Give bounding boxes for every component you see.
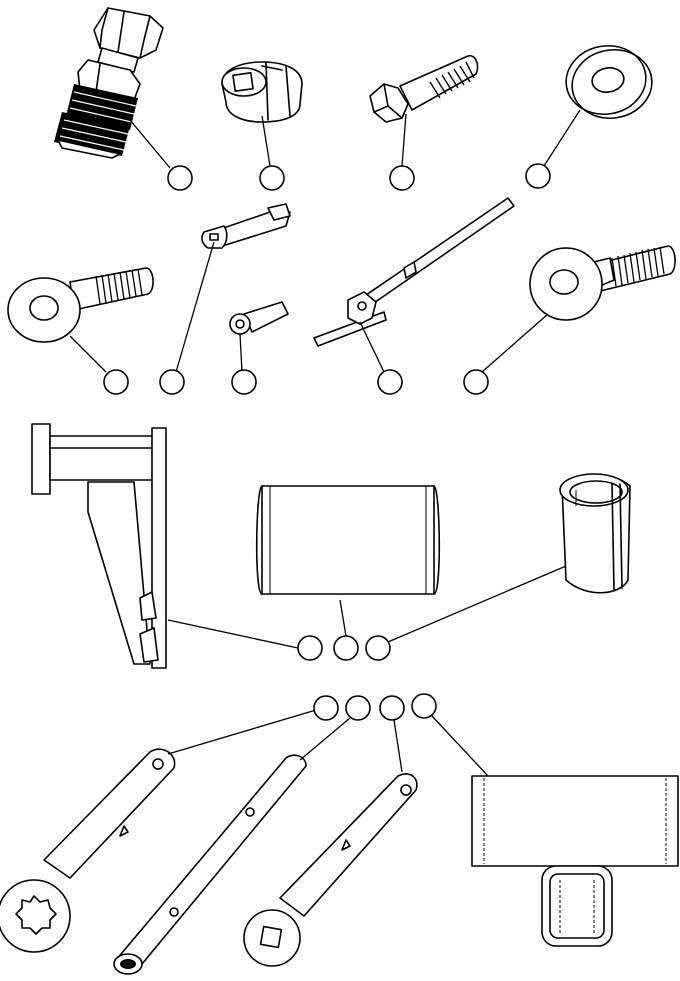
- callout-c4: [525, 163, 551, 189]
- eye-bolt-right: [529, 245, 676, 321]
- callout-c12: [365, 635, 391, 661]
- leader-lines: [69, 109, 581, 777]
- callout-c7: [231, 369, 257, 395]
- square-drive-socket: [221, 61, 303, 123]
- callout-c15: [379, 695, 405, 721]
- coupling-fitting: [54, 7, 164, 159]
- socket-extension: [201, 203, 291, 249]
- callout-c16: [411, 693, 437, 719]
- callout-c14: [345, 695, 371, 721]
- callout-c1: [167, 165, 193, 191]
- callouts: [103, 163, 551, 721]
- block-fixture: [471, 775, 679, 947]
- callout-c6: [159, 369, 185, 395]
- hex-bolt: [369, 55, 479, 123]
- callout-c2: [259, 165, 285, 191]
- eye-bolt-left: [7, 267, 154, 343]
- callout-c5: [103, 369, 129, 395]
- callout-c10: [297, 635, 323, 661]
- callout-c3: [389, 165, 415, 191]
- support-bracket: [31, 423, 167, 669]
- t-handle-bar: [313, 197, 515, 347]
- tubular-wrench: [113, 754, 307, 975]
- ring-collar: [559, 473, 631, 594]
- sleeve-cylinder: [255, 485, 441, 595]
- callout-c13: [313, 695, 339, 721]
- ratchet-ring-wrench: [0, 748, 176, 953]
- flat-washer: [565, 45, 653, 119]
- callout-c8: [377, 369, 403, 395]
- callout-c9: [463, 369, 489, 395]
- socket-adapter: [229, 301, 289, 335]
- callout-c11: [333, 635, 359, 661]
- square-drive-wrench: [243, 773, 418, 967]
